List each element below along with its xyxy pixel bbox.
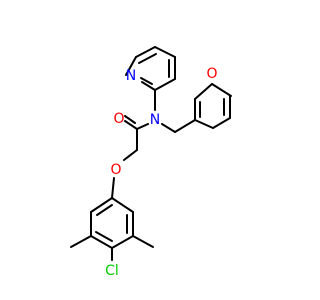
pyridine-ring — [125, 46, 176, 91]
bond — [95, 231, 113, 242]
structure-svg: N N O O O Cl — [0, 0, 300, 300]
molecule-diagram: N N O O O Cl — [0, 0, 300, 300]
bond — [123, 149, 138, 161]
bond — [124, 120, 138, 130]
bond — [96, 204, 113, 216]
bond — [138, 53, 157, 64]
atom-label-carbonyl-o: O — [113, 111, 124, 127]
aryl-ring — [90, 197, 134, 249]
bond — [111, 177, 115, 199]
bond — [140, 77, 153, 85]
bond — [211, 83, 232, 97]
bond — [174, 119, 196, 133]
bond — [124, 115, 136, 124]
bond — [111, 235, 134, 249]
bond — [161, 123, 176, 133]
atom-label-chlorine: Cl — [105, 263, 119, 279]
bond — [90, 235, 113, 249]
bond — [111, 197, 134, 213]
bond — [141, 81, 156, 91]
bond — [212, 117, 231, 129]
bond — [90, 197, 113, 213]
furan-ring — [194, 83, 232, 129]
atom-label-ether-o: O — [110, 162, 121, 178]
background — [0, 0, 300, 300]
bond — [154, 46, 176, 58]
bond — [194, 83, 213, 100]
methyl-bond-left — [70, 235, 92, 248]
atom-label-amide-n: N — [150, 112, 160, 128]
bond — [136, 123, 149, 130]
bond — [154, 78, 176, 91]
bond — [194, 119, 214, 129]
bond — [135, 46, 156, 58]
atom-label-furan-o: O — [206, 66, 217, 82]
atom-label-pyridine-n: N — [126, 68, 136, 84]
bond — [125, 56, 137, 76]
methyl-bond-right — [132, 235, 154, 248]
